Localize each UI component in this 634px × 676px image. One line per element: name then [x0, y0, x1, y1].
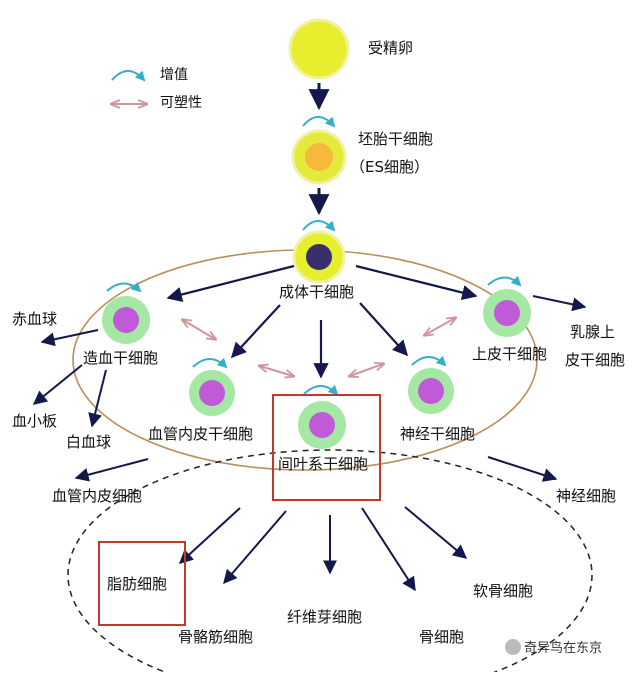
arrow-adult-epidermal [355, 264, 478, 301]
arrow-to-platelet [32, 364, 83, 405]
arrow-to-red-blood [40, 329, 99, 347]
arrow-to-chondrocyte [404, 506, 468, 559]
neural-stem-loop-icon [411, 355, 447, 367]
legend-proliferation-icon [111, 70, 146, 82]
es-cell-label-sub: （ES细胞） [350, 158, 429, 176]
neural-stem-core [418, 378, 444, 404]
watermark-text: 奇异鸟在东京 [524, 641, 603, 656]
plasticity-arrow-2 [260, 366, 293, 376]
epidermal-core [494, 300, 520, 326]
adult-stem-label: 成体干细胞 [279, 283, 355, 301]
wechat-icon [505, 639, 521, 655]
mesenchymal-loop-icon [303, 384, 339, 396]
chondrocyte-label: 软骨细胞 [473, 582, 534, 600]
endothelial-stem-loop-icon [192, 357, 228, 369]
mammary-label: 乳腺上 [570, 323, 616, 341]
zygote-label: 受精卵 [368, 39, 414, 57]
legend-plasticity-label: 可塑性 [160, 95, 202, 111]
plasticity-arrow-1 [183, 320, 215, 339]
es-cell-core [305, 143, 333, 171]
hematopoietic-label: 造血干细胞 [83, 349, 159, 367]
adipocyte-label: 脂肪细胞 [107, 575, 168, 593]
adult-loop-icon [302, 220, 336, 232]
arrow-to-neuron [487, 456, 558, 482]
mesenchymal-highlight-box [272, 394, 381, 501]
legend-proliferation-label: 增值 [160, 67, 188, 83]
mammary-label-sub: 皮干细胞 [565, 351, 626, 369]
hematopoietic-loop-icon [106, 281, 142, 293]
arrow-to-adipocyte [178, 507, 241, 564]
endothelial-cell-label: 血管内皮细胞 [52, 487, 143, 505]
es-cell-label: 坯胎干细胞 [358, 130, 434, 148]
white-blood-cell-label: 白血球 [66, 433, 112, 451]
neuron-label: 神经细胞 [556, 487, 617, 505]
watermark: 奇异鸟在东京 [505, 637, 602, 656]
osteocyte-label: 骨细胞 [419, 628, 465, 646]
hematopoietic-core [113, 307, 139, 333]
zygote-cell [288, 18, 350, 80]
mesenchymal-core [309, 412, 335, 438]
adipocyte-highlight-box [98, 541, 186, 626]
fibroblast-label: 纤维芽细胞 [287, 608, 363, 626]
endothelial-stem-core [199, 380, 225, 406]
skeletal-muscle-label: 骨骼筋细胞 [178, 628, 254, 646]
arrow-to-mammary [532, 295, 587, 312]
plasticity-arrow-4 [425, 318, 455, 335]
arrow-to-osteocyte [361, 507, 416, 592]
neural-stem-label: 神经干细胞 [400, 425, 476, 443]
arrow-adult-endothelial-stem [230, 304, 281, 359]
arrow-to-white-blood [88, 369, 107, 428]
mesenchymal-ellipse [67, 449, 593, 676]
plasticity-arrow-3 [350, 364, 383, 376]
platelet-label: 血小板 [12, 412, 58, 430]
arrow-to-skeletal-muscle [223, 510, 287, 585]
adult-stem-core [306, 244, 332, 270]
endothelial-stem-label: 血管内皮干细胞 [148, 425, 254, 443]
epidermal-label: 上皮干细胞 [472, 345, 548, 363]
arrow-adult-neural [359, 302, 409, 357]
arrow-adult-hematopoietic [166, 264, 295, 303]
red-blood-cell-label: 赤血球 [12, 310, 58, 328]
es-loop-icon [302, 116, 336, 128]
arrow-to-endothelial-cell [74, 458, 149, 482]
epidermal-loop-icon [487, 275, 522, 287]
mesenchymal-label: 间叶系干细胞 [278, 455, 369, 473]
